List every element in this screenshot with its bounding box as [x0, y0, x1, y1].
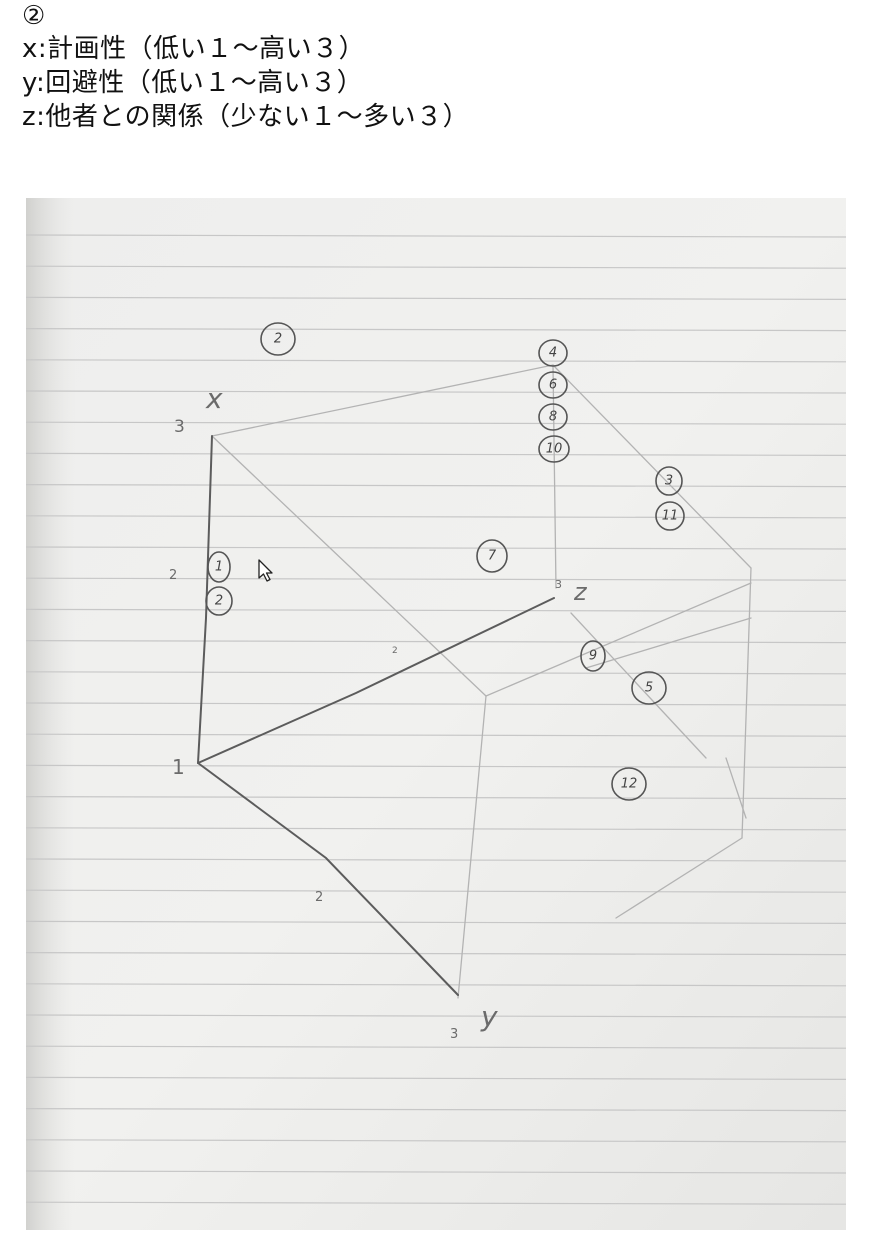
ruled-line — [26, 764, 846, 769]
ruled-line — [26, 1014, 846, 1018]
x-axis-definition: x:計画性（低い１〜高い３） — [22, 34, 366, 64]
z-tick-2: 2 — [392, 646, 398, 656]
y-tick-3: 3 — [450, 1027, 458, 1042]
ruled-line — [26, 827, 846, 831]
ruled-line — [26, 733, 846, 737]
diagram-number: ② — [22, 1, 46, 31]
ruled-lines — [26, 234, 846, 1205]
svg-text:7: 7 — [488, 549, 497, 564]
y-tick-2: 2 — [315, 890, 323, 905]
point-marker: 6 — [538, 371, 568, 399]
point-marker: 5 — [631, 671, 667, 705]
guide-line — [570, 612, 707, 759]
y-axis-line — [197, 762, 459, 996]
ruled-line — [26, 328, 846, 332]
ruled-line — [26, 1170, 846, 1174]
point-marker: 10 — [538, 435, 570, 463]
ruled-line — [26, 671, 846, 675]
svg-text:2: 2 — [215, 594, 223, 609]
guide-line — [552, 364, 557, 589]
point-marker: 8 — [538, 403, 568, 431]
x-axis-line — [197, 435, 213, 764]
notebook-photo: x y z 3 2 1 2 3 2 3 2 4 6 8 10 3 11 7 1 … — [26, 198, 846, 1230]
ruled-line — [26, 577, 846, 581]
svg-text:11: 11 — [662, 509, 679, 524]
point-marker: 2 — [260, 322, 296, 356]
ruled-line — [26, 390, 846, 394]
ruled-line — [26, 359, 846, 363]
point-marker: 4 — [538, 339, 568, 367]
x-tick-3: 3 — [174, 417, 185, 437]
ruled-line — [26, 265, 846, 269]
z-tick-3: 3 — [555, 578, 562, 591]
cursor-icon — [258, 559, 273, 582]
legend-header: ② x:計画性（低い１〜高い３） y:回避性（低い１〜高い３） z:他者との関係… — [22, 0, 882, 134]
sketch-canvas: x y z 3 2 1 2 3 2 3 2 4 6 8 10 3 11 7 1 … — [26, 198, 846, 1230]
ruled-line — [26, 608, 846, 612]
point-marker: 7 — [476, 539, 508, 573]
ruled-line — [26, 1201, 846, 1205]
svg-text:3: 3 — [665, 474, 673, 489]
ruled-line — [26, 421, 846, 425]
svg-text:2: 2 — [274, 332, 282, 347]
guide-line — [552, 364, 752, 569]
point-marker: 9 — [580, 640, 606, 672]
axis-y-label: y — [480, 1000, 498, 1033]
ruled-line — [26, 484, 846, 488]
y-axis-definition: y:回避性（低い１〜高い３） — [22, 68, 364, 98]
svg-text:6: 6 — [549, 378, 557, 393]
ruled-line — [26, 920, 846, 925]
z-axis-definition: z:他者との関係（少ない１〜多い３） — [22, 102, 470, 132]
svg-text:10: 10 — [546, 442, 563, 457]
z-axis-line — [197, 597, 555, 764]
svg-text:5: 5 — [645, 681, 653, 696]
svg-text:8: 8 — [549, 410, 557, 425]
guide-line — [457, 695, 487, 999]
ruled-line — [26, 858, 846, 862]
ruled-line — [26, 983, 846, 987]
axes — [197, 435, 555, 996]
point-marker: 3 — [655, 466, 683, 496]
ruled-line — [26, 702, 846, 706]
ruled-line — [26, 1107, 846, 1112]
axis-x-label: x — [205, 382, 223, 415]
guide-line — [485, 582, 752, 697]
ruled-line — [26, 1139, 846, 1143]
x-tick-2: 2 — [169, 568, 177, 583]
point-marker: 2 — [205, 586, 233, 616]
ruled-line — [26, 1045, 846, 1049]
svg-text:1: 1 — [215, 560, 223, 575]
guide-line — [615, 837, 743, 919]
origin-label: 1 — [172, 755, 185, 779]
points: 2 4 6 8 10 3 11 7 1 2 9 5 12 — [205, 322, 685, 801]
guide-line — [211, 364, 554, 437]
guide-line — [741, 567, 752, 839]
ruled-line — [26, 452, 846, 456]
ruled-line — [26, 951, 846, 956]
ruled-line — [26, 234, 846, 238]
axis-z-label: z — [573, 578, 588, 606]
guide-line — [585, 617, 752, 669]
ruled-line — [26, 1076, 846, 1081]
ruled-line — [26, 889, 846, 893]
point-marker: 11 — [655, 501, 685, 531]
ruled-line — [26, 546, 846, 550]
point-marker: 12 — [611, 767, 647, 801]
svg-text:12: 12 — [621, 777, 638, 792]
ruled-line — [26, 640, 846, 644]
svg-text:9: 9 — [589, 649, 597, 664]
guide-line — [725, 757, 747, 819]
point-marker: 1 — [207, 551, 231, 583]
svg-text:4: 4 — [549, 346, 557, 361]
paper-shadow — [26, 198, 846, 1230]
ruled-line — [26, 795, 846, 800]
ruled-line — [26, 515, 846, 519]
ruled-line — [26, 296, 846, 300]
